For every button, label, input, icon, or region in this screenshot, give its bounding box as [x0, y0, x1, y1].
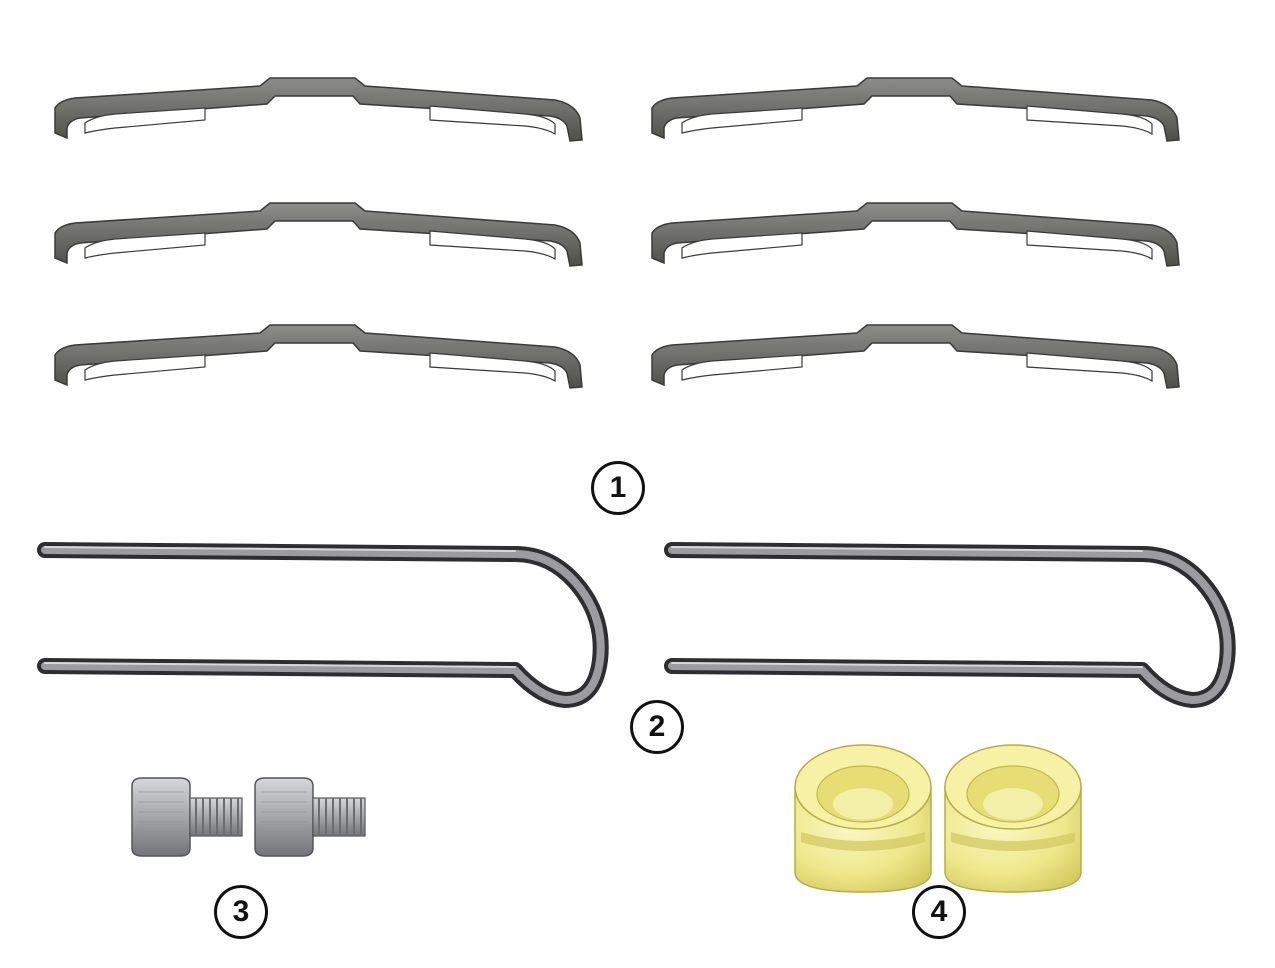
- bushing-1: [794, 744, 932, 893]
- clip-2: [651, 77, 1180, 142]
- callout-3: 3: [214, 885, 268, 939]
- clip-6: [651, 324, 1180, 389]
- pin-2: [672, 547, 1228, 700]
- clip-1: [54, 77, 583, 142]
- callout-2: 2: [630, 700, 684, 754]
- clip-3: [54, 202, 583, 267]
- clip-4: [651, 202, 1180, 267]
- callout-1: 1: [591, 461, 645, 515]
- bolt-1: [131, 777, 243, 857]
- pin-1: [45, 547, 601, 700]
- callout-4: 4: [912, 885, 966, 939]
- clip-5: [54, 324, 583, 389]
- bolt-2: [254, 777, 366, 857]
- bushing-2: [944, 744, 1082, 893]
